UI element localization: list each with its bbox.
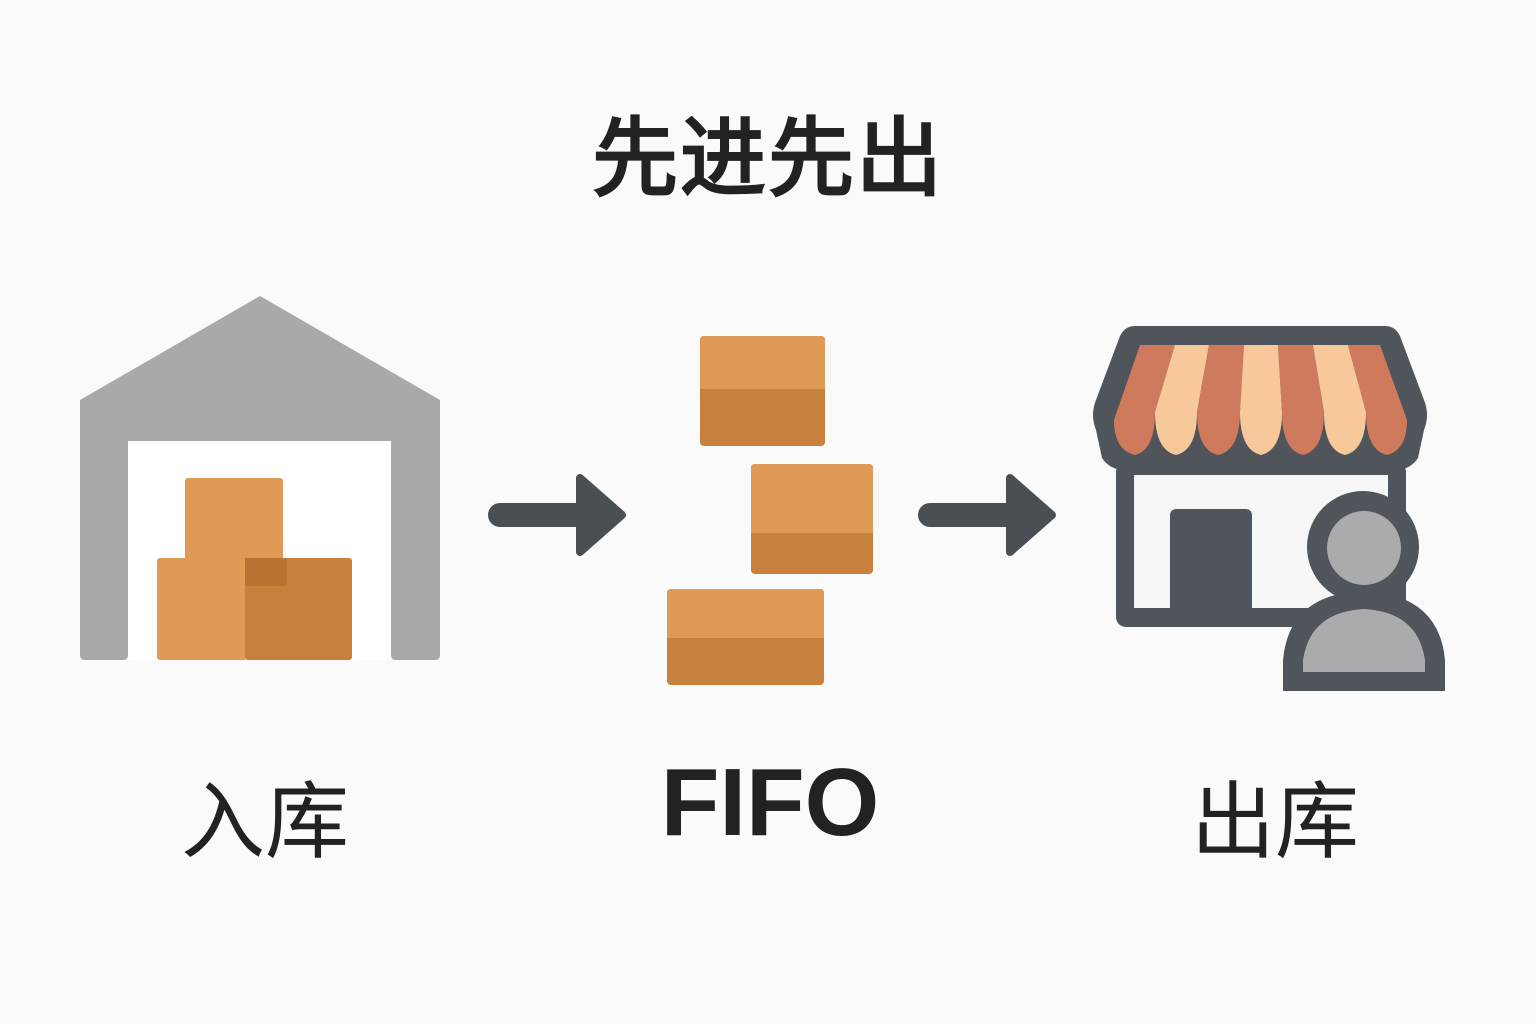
store-customer-icon [1093, 326, 1445, 691]
stage-label-fifo: FIFO [660, 749, 880, 856]
stage-label-inbound: 入库 [180, 773, 349, 871]
person-body [1303, 609, 1425, 672]
queue-box-3 [667, 589, 824, 685]
boxes-queue-icon [667, 336, 873, 685]
box-top [185, 478, 283, 560]
stage-label-outbound: 出库 [1190, 773, 1359, 871]
person-head [1327, 511, 1401, 585]
queue-box-2 [751, 464, 873, 574]
arrow-right-icon [918, 474, 1056, 556]
box-bottom-left [157, 558, 247, 660]
diagram-title: 先进先出 [592, 109, 944, 209]
warehouse-icon [80, 296, 440, 660]
store-door [1170, 509, 1252, 619]
awning-stripes [1114, 345, 1407, 455]
queue-box-1 [700, 336, 825, 446]
arrow-right-icon [488, 474, 626, 556]
